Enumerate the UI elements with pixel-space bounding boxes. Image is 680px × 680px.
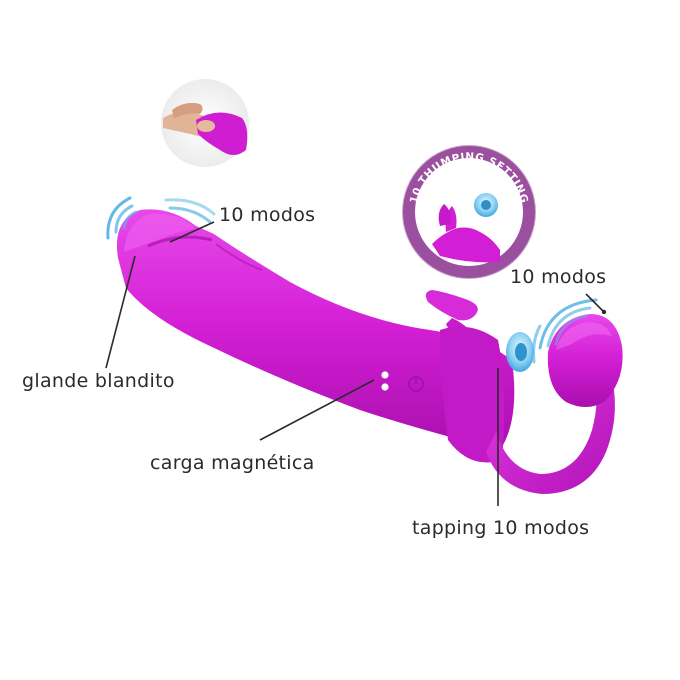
- pointer-right-modes: [585, 293, 605, 313]
- charge-contact-lower: [381, 383, 389, 391]
- label-right-modes: 10 modos: [510, 266, 607, 288]
- charge-contact-upper: [381, 371, 389, 379]
- vibration-waves-top: [106, 196, 216, 240]
- pointer-charging: [259, 379, 375, 441]
- label-magnetic-charging: carga magnética: [150, 452, 315, 474]
- power-button-icon: [408, 376, 424, 392]
- vibration-waves-right: [532, 298, 598, 364]
- pointer-lines: [105, 221, 607, 506]
- label-soft-glans: glande blandito: [22, 370, 175, 392]
- inset-photo-circle: [161, 79, 249, 167]
- tapping-cup: [506, 332, 534, 372]
- thumping-badge: 10 THUMPING SETTING: [402, 145, 536, 279]
- pointer-glans: [105, 255, 136, 369]
- label-tapping-modes: tapping 10 modos: [412, 517, 590, 539]
- label-top-modes: 10 modos: [219, 204, 316, 226]
- pointer-top-modes: [169, 221, 215, 243]
- product-body: [116, 209, 623, 494]
